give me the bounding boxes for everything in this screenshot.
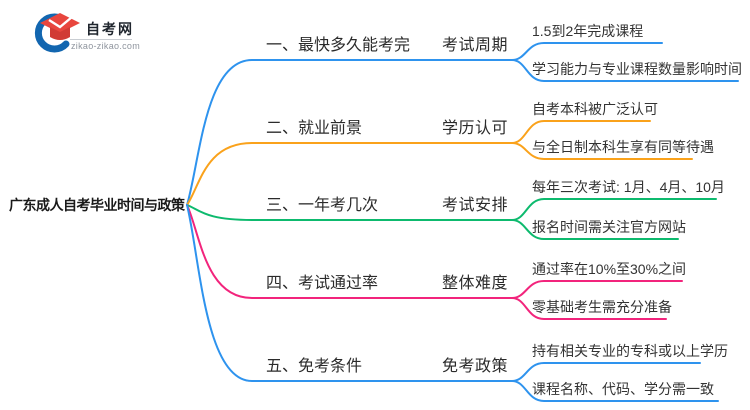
branch-5-sublabel: 免考政策: [441, 358, 508, 375]
branch-1-leaf-1: 1.5到2年完成课程: [532, 23, 644, 39]
branch-3-leaf-2: 报名时间需关注官方网站: [532, 219, 686, 235]
branch-1-sublabel: 考试周期: [441, 37, 508, 54]
site-logo[interactable]: 自考网 zikao-zikao.com: [28, 6, 178, 56]
branch-3-connector: [186, 198, 717, 240]
branch-2-leaf-2: 与全日制本科生享有同等待遇: [532, 139, 714, 155]
logo-divider: [70, 39, 132, 40]
branch-3-sublabel: 考试安排: [441, 197, 508, 214]
branch-5-leaf-2: 课程名称、代码、学分需一致: [532, 381, 714, 397]
branch-1-connector: [186, 42, 739, 206]
branch-2-leaf-1: 自考本科被广泛认可: [532, 101, 658, 117]
branch-3-label: 三、一年考几次: [266, 197, 379, 214]
branch-5-label: 五、免考条件: [266, 358, 363, 375]
graduation-cap-icon: [34, 13, 80, 53]
branch-2-connector: [186, 120, 693, 206]
branch-5-connector: [186, 204, 719, 402]
branch-2-label: 二、就业前景: [266, 120, 363, 137]
root-topic: 广东成人自考毕业时间与政策: [9, 197, 185, 213]
branch-4-leaf-1: 通过率在10%至30%之间: [532, 261, 687, 277]
branch-4-leaf-2: 零基础考生需充分准备: [532, 299, 672, 315]
logo-domain-text: zikao-zikao.com: [71, 41, 141, 51]
branch-1-leaf-2: 学习能力与专业课程数量影响时间: [532, 61, 742, 77]
branch-2-sublabel: 学历认可: [441, 120, 508, 137]
branch-1-label: 一、最快多久能考完: [266, 37, 411, 54]
branch-5-leaf-1: 持有相关专业的专科或以上学历: [532, 343, 728, 359]
branch-4-label: 四、考试通过率: [266, 275, 379, 292]
branch-4-sublabel: 整体难度: [441, 275, 508, 292]
branch-3-leaf-1: 每年三次考试: 1月、4月、10月: [532, 179, 725, 195]
branch-4-connector: [186, 204, 683, 320]
logo-brand-text: 自考网: [86, 21, 134, 37]
